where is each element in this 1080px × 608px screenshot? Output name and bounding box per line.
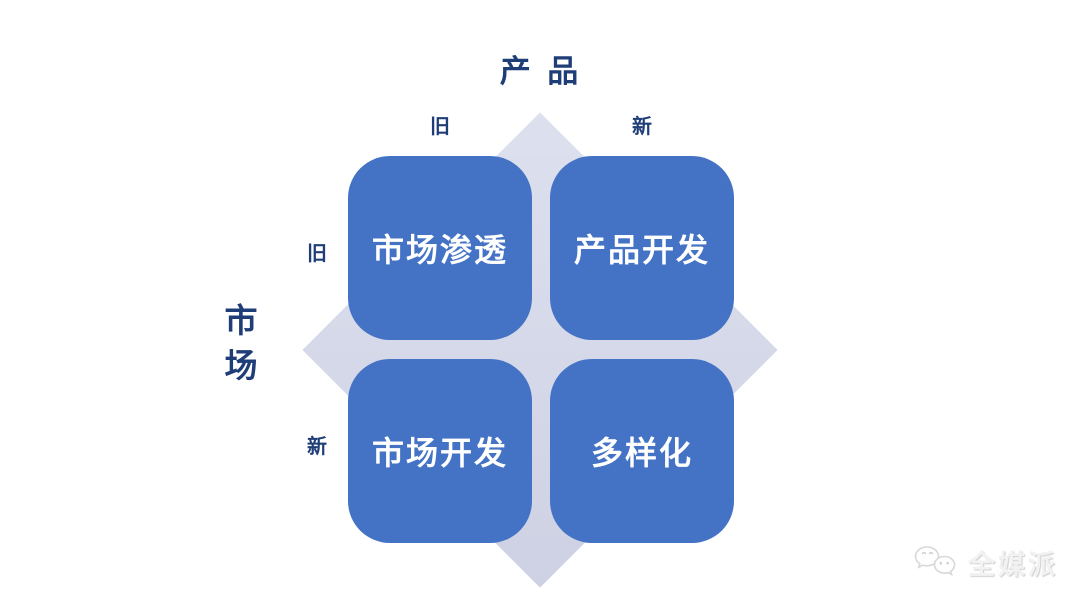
quadrant-market-development: 市场开发 — [348, 359, 532, 543]
quadrant-label: 产品开发 — [573, 232, 710, 268]
market-old-row-label: 旧 — [307, 243, 327, 265]
wechat-chat-bubbles-icon — [913, 544, 959, 582]
market-new-row-label: 新 — [307, 436, 327, 458]
watermark-text: 全媒派 — [968, 550, 1058, 580]
quadrant-label: 市场开发 — [371, 435, 508, 471]
quadrant-market-penetration: 市场渗透 — [348, 156, 532, 340]
market-axis-title: 市场 — [220, 303, 257, 393]
quadrant-label: 市场渗透 — [371, 232, 508, 268]
quadrant-label: 多样化 — [590, 435, 693, 471]
watermark: 全媒派 — [913, 543, 1058, 582]
quadrant-product-development: 产品开发 — [550, 156, 734, 340]
product-axis-title: 产 品 — [499, 54, 583, 89]
quadrant-diversification: 多样化 — [550, 359, 734, 543]
product-old-column-label: 旧 — [430, 116, 450, 138]
product-new-column-label: 新 — [632, 116, 652, 138]
